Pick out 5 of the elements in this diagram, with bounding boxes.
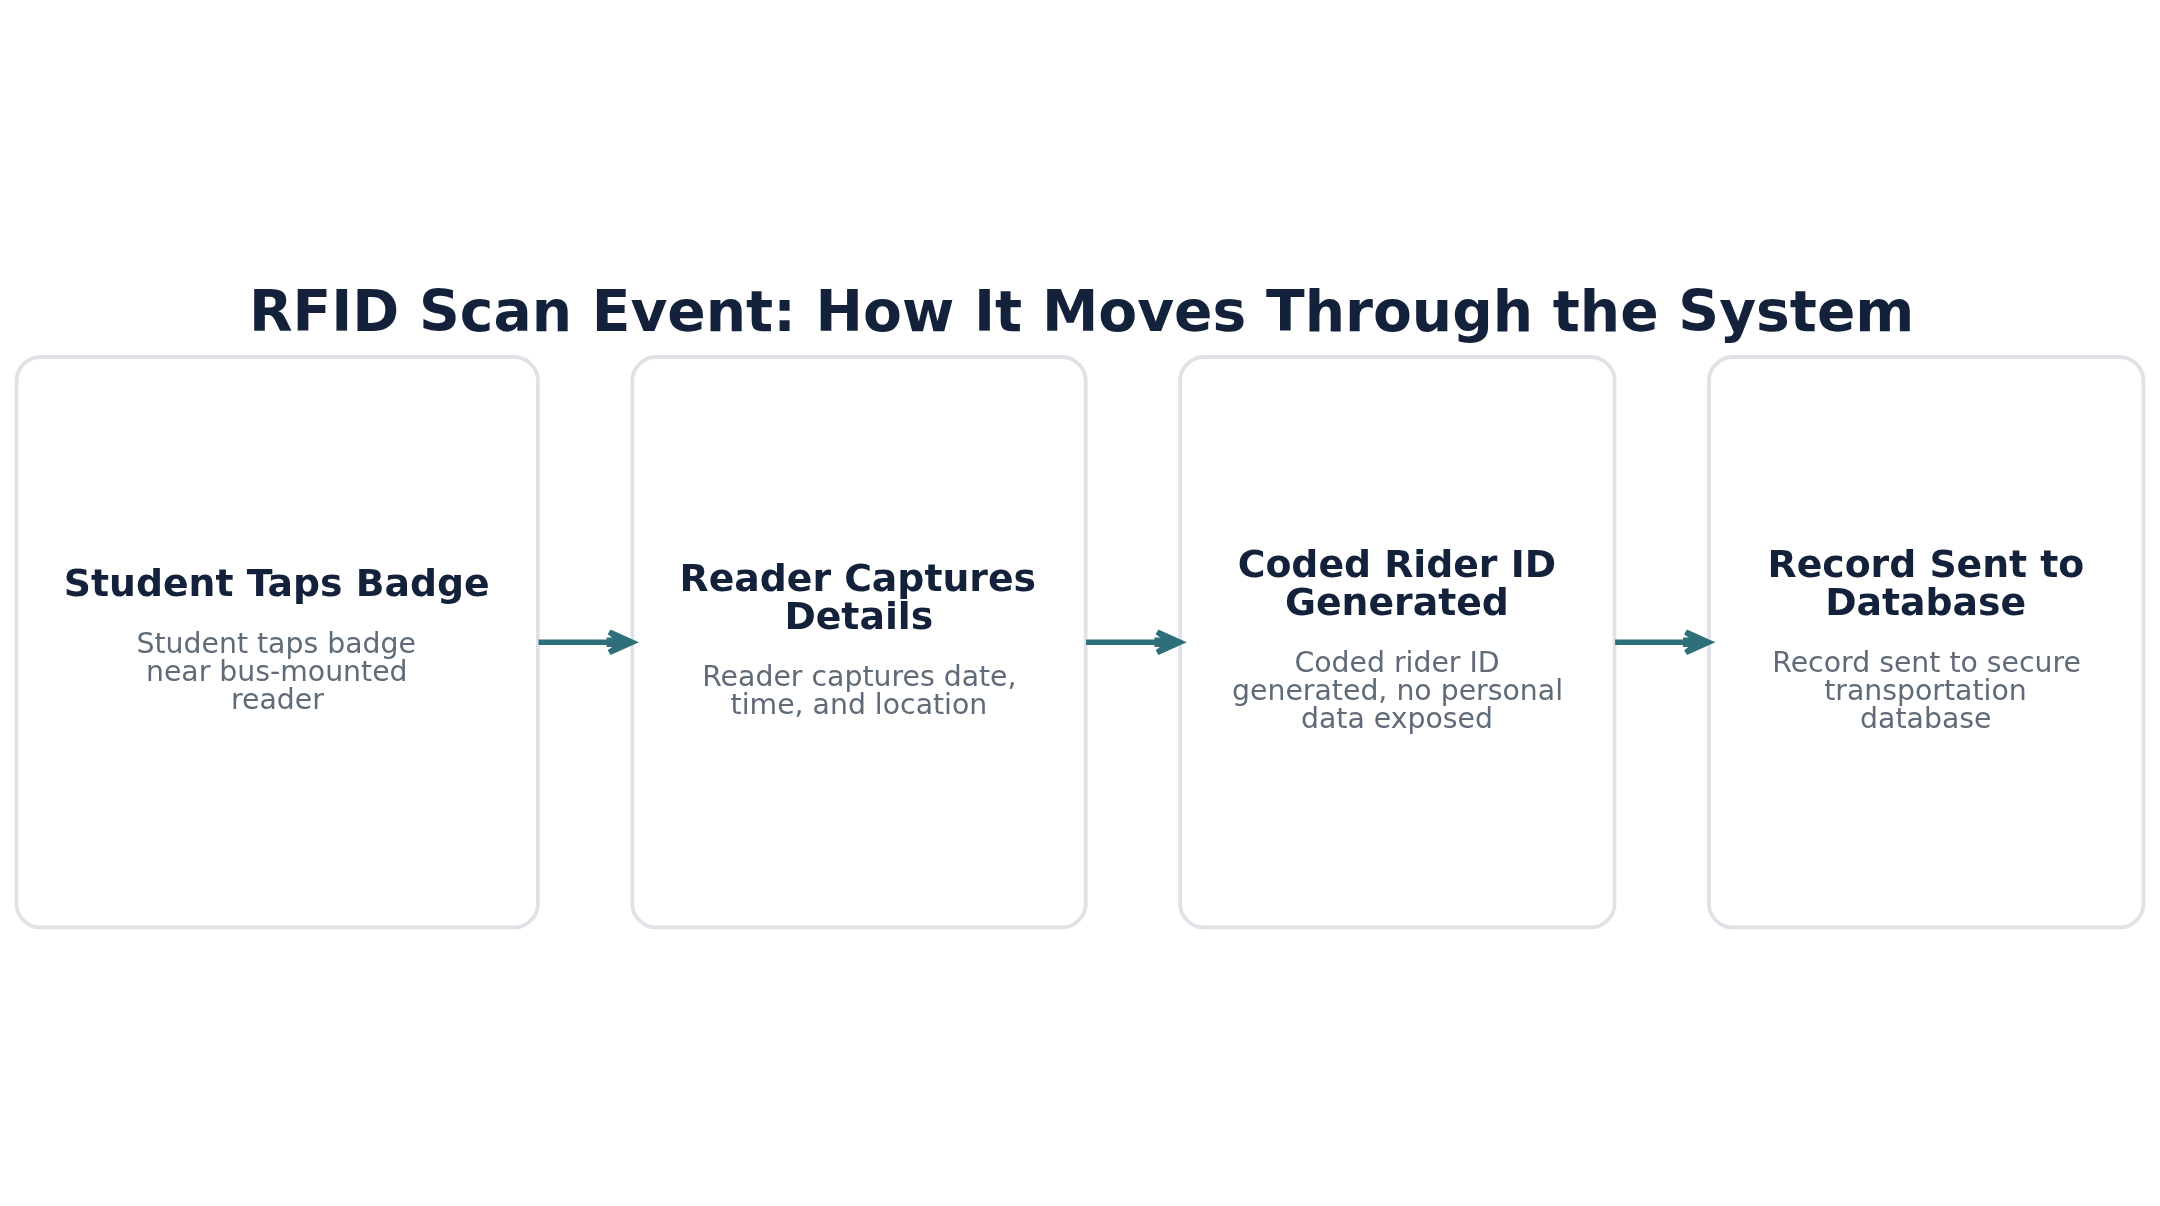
node-box: Student Taps Badge Student taps badge near bus-mounted reader (14, 354, 540, 929)
node-box: Coded Rider ID Generated Coded rider ID generated, no personal data exposed (1178, 354, 1617, 929)
diagram-title: RFID Scan Event: How It Moves Through the System (248, 277, 1915, 344)
node-box: Reader Captures Details Reader captures date, time, and location (630, 354, 1088, 929)
node-box: Record Sent to Database Record sent to secure transportation database (1707, 354, 2146, 929)
